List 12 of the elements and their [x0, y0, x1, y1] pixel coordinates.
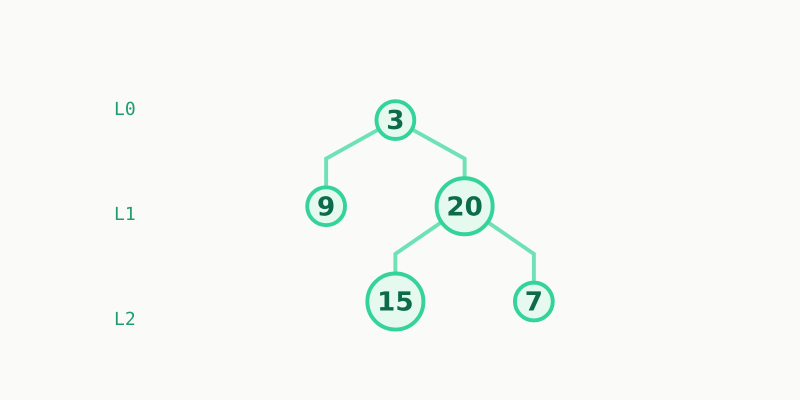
connector	[393, 220, 443, 274]
level-label: L2	[113, 308, 137, 332]
node-circle: 3	[374, 99, 416, 141]
connector	[410, 128, 467, 178]
level-label: L1	[113, 203, 137, 227]
connector	[486, 220, 536, 283]
node-circle: 7	[512, 280, 555, 322]
node-circle: 9	[305, 185, 348, 228]
level-label: L0	[113, 98, 137, 122]
connector	[324, 128, 380, 188]
node-circle: 15	[365, 272, 426, 332]
node-circle: 20	[434, 176, 495, 236]
